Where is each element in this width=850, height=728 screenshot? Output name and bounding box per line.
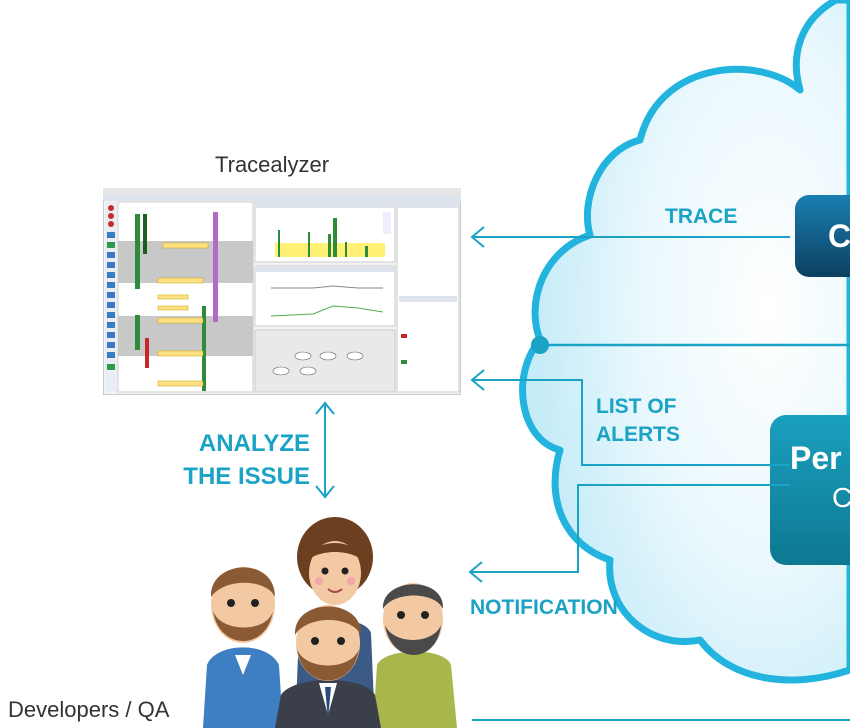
analyze-label-line2: THE ISSUE xyxy=(183,463,310,490)
trace-label: TRACE xyxy=(665,205,738,228)
tracealyzer-label: Tracealyzer xyxy=(215,152,330,177)
person-left xyxy=(203,567,283,728)
developers-label: Developers / QA xyxy=(8,697,170,722)
connector-dot xyxy=(531,336,549,354)
person-front xyxy=(275,605,381,728)
person-right xyxy=(373,583,457,728)
cloud-shape xyxy=(519,0,850,684)
alerts-arrowhead xyxy=(470,369,485,391)
alerts-label-line1: LIST OF xyxy=(596,395,677,418)
cloud-box-top xyxy=(795,195,850,277)
notification-label: NOTIFICATION xyxy=(470,596,618,619)
developers-illustration xyxy=(203,517,457,728)
notification-arrowhead xyxy=(468,561,483,583)
cloud-box-bottom-text-2: C xyxy=(832,482,850,513)
alerts-label-line2: ALERTS xyxy=(596,423,680,446)
cloud-box-bottom-text-1: Per xyxy=(790,440,842,476)
cloud-box-top-text: C xyxy=(828,218,850,254)
analyze-arrowhead-up xyxy=(315,401,335,415)
trace-arrowhead xyxy=(470,226,485,248)
tracealyzer-screenshot xyxy=(103,188,461,395)
alerts-arrow-line xyxy=(472,379,790,466)
analyze-label: ANALYZE THE ISSUE xyxy=(160,427,310,493)
cloud-box-bottom xyxy=(770,415,850,565)
alerts-label: LIST OF ALERTS xyxy=(596,393,680,449)
analyze-arrowhead-down xyxy=(315,485,335,499)
notification-arrow-line xyxy=(470,484,790,573)
analyze-label-line1: ANALYZE xyxy=(198,430,310,457)
